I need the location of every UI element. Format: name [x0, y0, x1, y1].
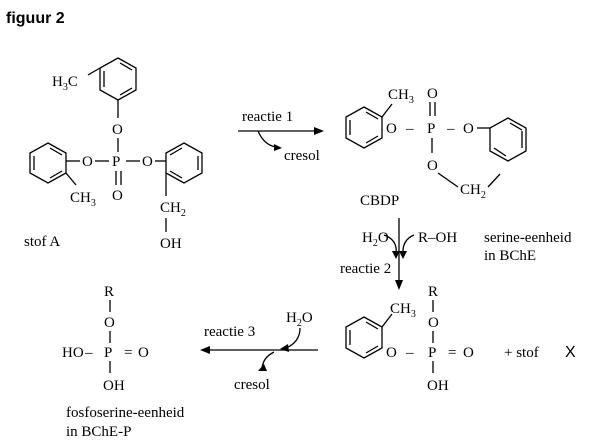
- label-reactie-2: reactie 2: [340, 261, 391, 277]
- atom-o: O: [386, 345, 397, 361]
- atom-o: O: [428, 315, 439, 331]
- bond-dash: –: [405, 121, 414, 137]
- phosphate-ester-product: CH3 O – P = O R O OH: [345, 284, 474, 394]
- benzene-ring-icon: [29, 142, 67, 184]
- reaction-3: H2O reactie 3 cresol: [200, 310, 318, 393]
- benzene-ring-icon: [99, 57, 137, 101]
- curved-arrow: [257, 130, 277, 148]
- atom-o: O: [463, 121, 474, 137]
- atom-h2o: H2O: [362, 230, 389, 249]
- arrowhead-icon: [314, 127, 324, 135]
- label-serine-line2: in BChE: [484, 248, 536, 264]
- atom-o: O: [427, 86, 438, 102]
- atom-ho: HO: [62, 345, 84, 361]
- bond-eq: =: [448, 345, 456, 361]
- fosfoserine-molecule: R O HO – P = O OH: [62, 284, 149, 394]
- reaction-2: H2O R–OH reactie 2 serine-eenheid in BCh…: [340, 218, 572, 290]
- atom-ch3: CH3: [388, 87, 414, 106]
- label-fosfoserine-line1: fosfoserine-eenheid: [66, 405, 185, 421]
- atom-r: R: [104, 284, 114, 300]
- atom-o: O: [104, 315, 115, 331]
- label-plus-stof: + stof: [504, 345, 539, 361]
- label-cbdp: CBDP: [360, 193, 399, 209]
- atom-p: P: [428, 345, 436, 361]
- atom-r-oh: R–OH: [418, 230, 457, 246]
- atom-ch3: CH3: [390, 301, 416, 320]
- atom-ch2: CH2: [160, 200, 186, 219]
- bond-dash: –: [84, 345, 93, 361]
- bond-dash: –: [446, 121, 455, 137]
- atom-ch2: CH2: [460, 182, 486, 201]
- label-reactie-1: reactie 1: [242, 109, 293, 125]
- atom-h2o: H2O: [286, 310, 313, 329]
- stof-a-molecule: H3C O P O O CH3 O: [29, 57, 203, 252]
- atom-o: O: [386, 121, 397, 137]
- label-cresol: cresol: [234, 377, 270, 393]
- figure-title: figuur 2: [6, 10, 65, 27]
- atom-o: O: [138, 345, 149, 361]
- atom-o: O: [427, 158, 438, 174]
- benzene-ring-icon: [489, 117, 527, 162]
- benzene-ring-icon: [345, 316, 383, 359]
- label-cresol: cresol: [284, 148, 320, 164]
- atom-oh: OH: [427, 378, 449, 394]
- atom-h3c: H3C: [52, 74, 78, 93]
- arrowhead-icon: [395, 280, 403, 290]
- label-fosfoserine-line2: in BChE-P: [66, 424, 131, 440]
- bond-eq: =: [124, 345, 132, 361]
- reaction-1: reactie 1 cresol: [238, 109, 324, 164]
- atom-p: P: [427, 121, 435, 137]
- atom-o: O: [112, 122, 123, 138]
- benzene-ring-icon: [165, 142, 203, 184]
- benzene-ring-icon: [345, 106, 383, 149]
- atom-o: O: [142, 154, 153, 170]
- atom-r: R: [428, 284, 438, 300]
- cbdp-molecule: CH3 O – P O – O O CH2: [345, 86, 527, 201]
- atom-p: P: [104, 345, 112, 361]
- atom-o: O: [112, 188, 123, 204]
- atom-p: P: [112, 154, 120, 170]
- label-stof-a: stof A: [24, 234, 60, 250]
- arrowhead-icon: [200, 346, 210, 354]
- label-stof-x: X: [565, 344, 576, 361]
- atom-oh: OH: [103, 378, 125, 394]
- atom-oh: OH: [160, 236, 182, 252]
- label-reactie-3: reactie 3: [204, 324, 255, 340]
- bond-dash: –: [405, 345, 414, 361]
- atom-ch3: CH3: [70, 190, 96, 209]
- atom-o: O: [463, 345, 474, 361]
- label-serine-line1: serine-eenheid: [484, 230, 572, 246]
- atom-o: O: [82, 154, 93, 170]
